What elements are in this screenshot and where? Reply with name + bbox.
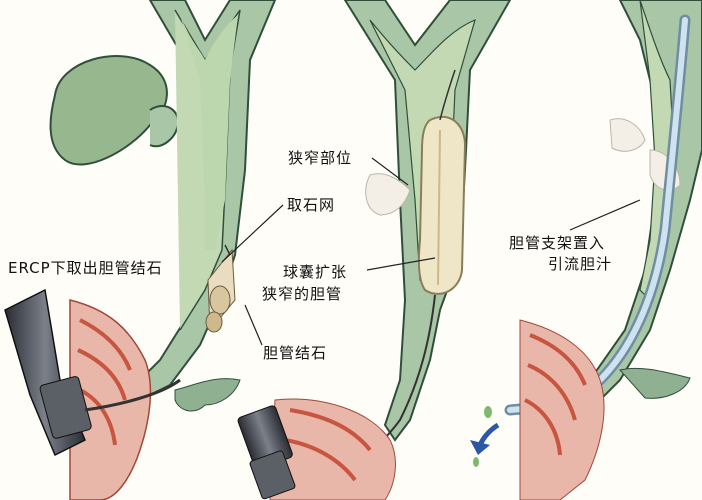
bile-duct-icon bbox=[133, 0, 277, 402]
stricture-site-label: 狭窄部位 bbox=[288, 149, 353, 167]
stone-label: 胆管结石 bbox=[263, 344, 328, 362]
panel-balloon-dilation bbox=[237, 0, 512, 500]
balloon-label-line2: 狭窄的胆管 bbox=[262, 285, 343, 303]
ercp-stone-label: ERCP下取出胆管结石 bbox=[8, 259, 163, 277]
balloon-icon bbox=[349, 69, 467, 461]
panel-stone-extraction bbox=[4, 0, 277, 500]
endoscope-icon bbox=[237, 405, 296, 500]
duodenum-tissue bbox=[269, 398, 396, 500]
basket-label: 取石网 bbox=[287, 196, 336, 214]
duodenum-tissue bbox=[519, 319, 691, 500]
endoscope-icon bbox=[4, 288, 181, 457]
stent-label-line2: 引流胆汁 bbox=[548, 255, 613, 273]
bile-drip-arrow-icon bbox=[470, 406, 500, 467]
leader-lines bbox=[221, 157, 641, 346]
balloon-label-line1: 球囊扩张 bbox=[283, 263, 348, 281]
duodenum-tissue bbox=[69, 299, 241, 500]
panel-stent-placement bbox=[470, 0, 702, 500]
gallbladder-icon bbox=[49, 55, 180, 166]
stent-label-line1: 胆管支架置入 bbox=[509, 234, 606, 252]
